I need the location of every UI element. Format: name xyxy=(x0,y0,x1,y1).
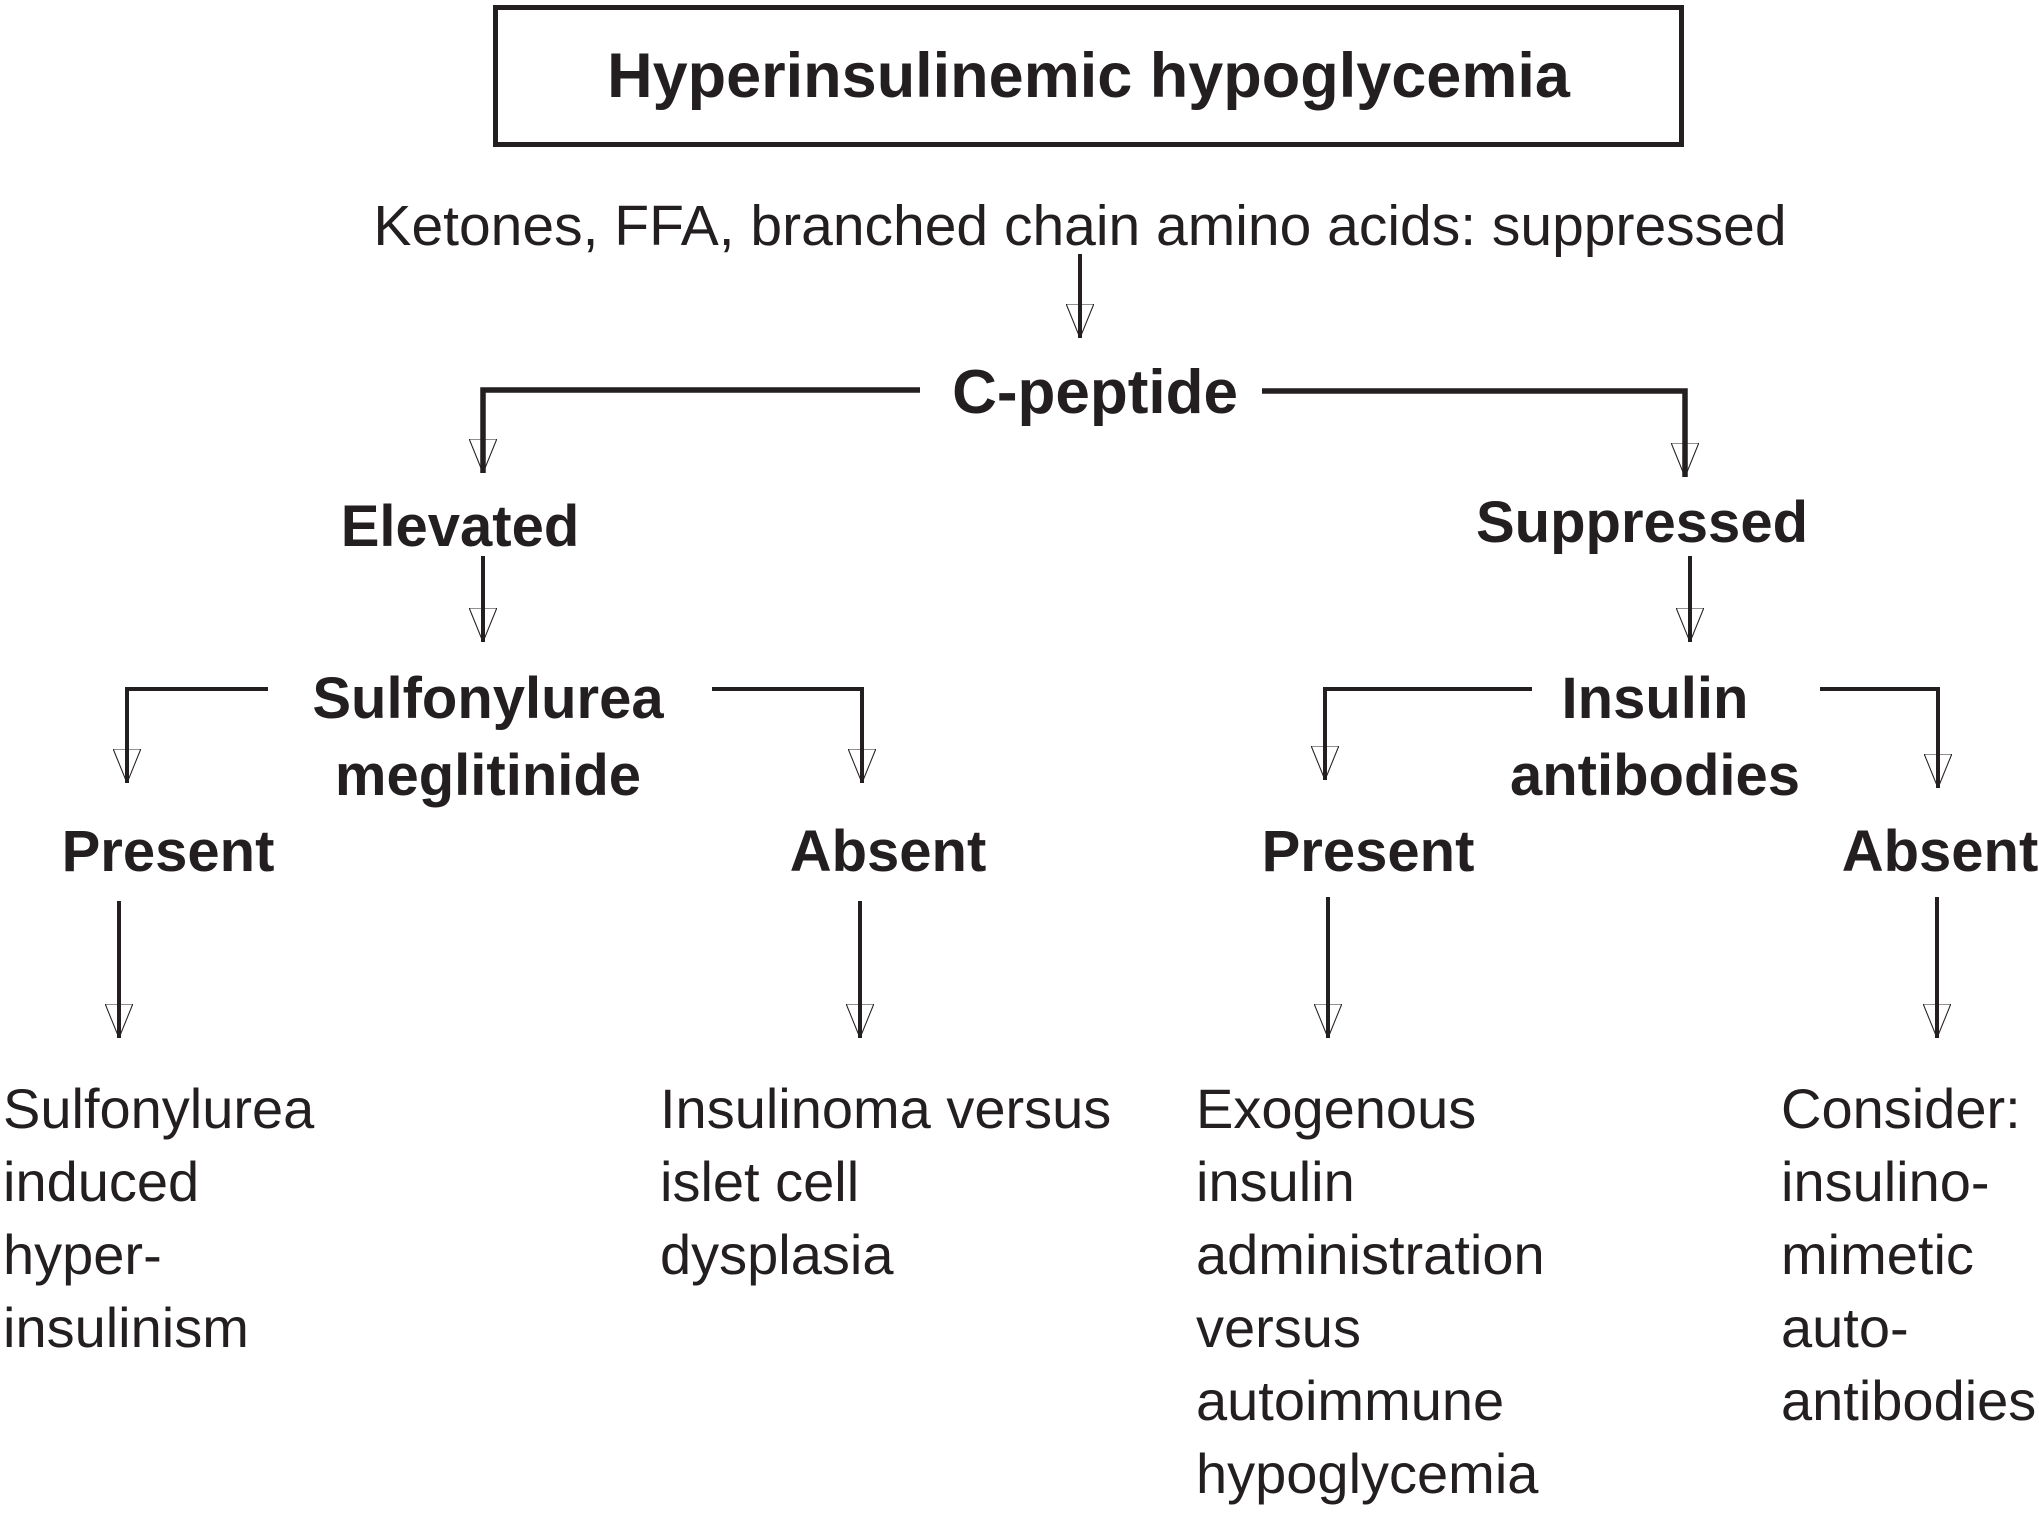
title-box: Hyperinsulinemic hypoglycemia xyxy=(493,5,1684,147)
node-elevated: Elevated xyxy=(340,494,580,559)
diagnosis-exogenous-insulin-vs-autoimmune: Exogenous insulin administration versus … xyxy=(1196,1072,1545,1510)
insulin-line: Insulin xyxy=(1561,666,1749,731)
sulfonylurea-line: Sulfonylurea xyxy=(312,666,664,731)
diagnosis-line: dysplasia xyxy=(660,1223,894,1286)
diagnosis-line: Sulfonylurea xyxy=(3,1077,315,1140)
node-suppressed: Suppressed xyxy=(1476,490,1808,555)
diagnosis-line: hyper- xyxy=(3,1223,162,1286)
meglitinide-line: meglitinide xyxy=(334,743,642,808)
node-present-left: Present xyxy=(61,819,275,884)
node-absent-right: Absent xyxy=(1841,819,2039,884)
connector-antibodies-absent xyxy=(1820,687,1938,788)
connector-sulfonylurea-absent xyxy=(712,687,862,783)
connector-antibodies-present xyxy=(1325,687,1532,780)
node-absent-left: Absent xyxy=(789,819,987,884)
diagnosis-insulinoma-vs-islet-cell-dysplasia: Insulinoma versus islet cell dysplasia xyxy=(660,1072,1111,1291)
connector-sulfonylurea-present xyxy=(127,687,268,783)
diagnosis-line: insulino- xyxy=(1781,1150,1990,1213)
diagnosis-line: Insulinoma versus xyxy=(660,1077,1112,1140)
page-title: Hyperinsulinemic hypoglycemia xyxy=(607,41,1570,111)
diagnosis-line: auto- xyxy=(1781,1296,1909,1359)
antibodies-line: antibodies xyxy=(1509,743,1801,808)
node-sulfonylurea-meglitinide: Sulfonylurea meglitinide xyxy=(312,660,663,814)
diagnosis-line: hypoglycemia xyxy=(1196,1442,1539,1505)
node-c-peptide: C-peptide xyxy=(952,358,1238,427)
diagnosis-line: mimetic xyxy=(1781,1223,1974,1286)
connector-cpeptide-elevated xyxy=(483,387,920,473)
diagnosis-line: antibodies xyxy=(1781,1369,2037,1432)
node-present-right: Present xyxy=(1261,819,1475,884)
diagnosis-line: insulinism xyxy=(3,1296,249,1359)
diagnosis-line: versus xyxy=(1196,1296,1361,1359)
diagnosis-line: induced xyxy=(3,1150,200,1213)
diagnosis-line: Consider: xyxy=(1781,1077,2021,1140)
connector-cpeptide-suppressed xyxy=(1262,388,1685,477)
diagnosis-line: insulin xyxy=(1196,1150,1355,1213)
diagnosis-sulfonylurea-induced-hyperinsulinism: Sulfonylurea induced hyper- insulinism xyxy=(3,1072,314,1364)
diagnosis-line: administration xyxy=(1196,1223,1545,1286)
node-insulin-antibodies: Insulin antibodies xyxy=(1510,660,1800,814)
diagnosis-insulinomimetic-autoantibodies: Consider: insulino- mimetic auto- antibo… xyxy=(1781,1072,2036,1437)
diagnosis-line: islet cell xyxy=(660,1150,860,1213)
diagnosis-line: Exogenous xyxy=(1196,1077,1477,1140)
initial-finding-label: Ketones, FFA, branched chain amino acids… xyxy=(373,194,1787,258)
diagnosis-line: autoimmune xyxy=(1196,1369,1505,1432)
